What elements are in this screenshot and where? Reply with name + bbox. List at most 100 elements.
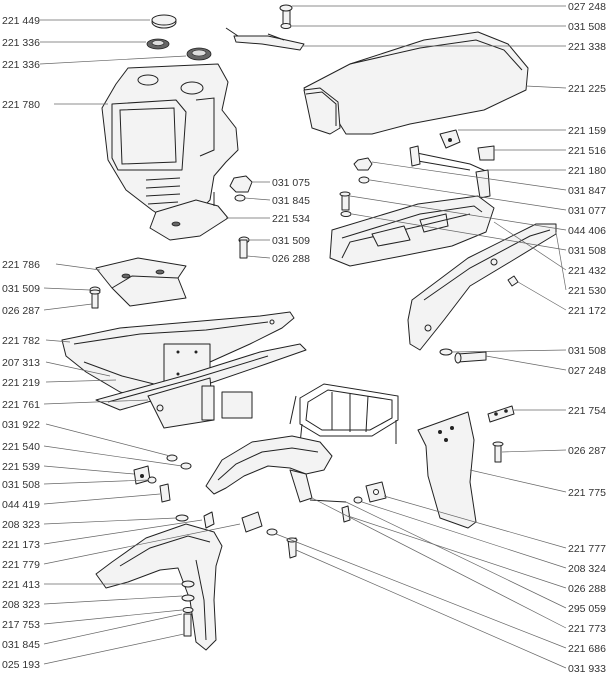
washer-031508-mid xyxy=(340,211,352,217)
label-right-13: 221 530 xyxy=(568,285,606,297)
nut-031075 xyxy=(229,175,253,193)
clip-221172 xyxy=(507,275,519,287)
front-fairing-221780 xyxy=(101,63,239,223)
label-left-24: 025 193 xyxy=(2,659,40,671)
bracket-221159 xyxy=(439,129,461,149)
bolt-027248-right xyxy=(454,351,487,364)
bolt-031933 xyxy=(286,537,298,559)
label-right-08: 031 847 xyxy=(568,185,606,197)
label-left-19: 221 779 xyxy=(2,559,40,571)
label-right-11: 031 508 xyxy=(568,245,606,257)
label-left-23: 031 845 xyxy=(2,639,40,651)
label-right-02: 031 508 xyxy=(568,21,606,33)
labels-left: 221 449 221 336 221 336 221 780 221 786 … xyxy=(2,15,40,671)
label-left-03: 221 336 xyxy=(2,59,40,71)
label-right-04: 221 225 xyxy=(568,83,606,95)
labels-right: 027 248 031 508 221 338 221 225 221 159 … xyxy=(568,1,606,675)
washer-031508-right xyxy=(439,348,453,356)
label-center-02: 031 845 xyxy=(272,195,310,207)
label-left-22: 217 753 xyxy=(2,619,40,631)
bracket-221539 xyxy=(133,465,151,485)
label-left-01: 221 449 xyxy=(2,15,40,27)
grommet-221336-b xyxy=(186,47,212,61)
clip-221173 xyxy=(203,511,215,529)
washer-221686 xyxy=(266,528,278,536)
label-right-24: 221 773 xyxy=(568,623,606,635)
bolt-044406 xyxy=(339,191,351,211)
label-left-08: 221 782 xyxy=(2,335,40,347)
front-fender-221413 xyxy=(95,523,223,651)
spacer-217753 xyxy=(181,594,195,602)
bracket-221180 xyxy=(409,145,491,199)
washer-221540 xyxy=(180,462,192,470)
label-right-05: 221 159 xyxy=(568,125,606,137)
label-left-14: 221 539 xyxy=(2,461,40,473)
rail-221219 xyxy=(95,343,307,429)
label-right-01: 027 248 xyxy=(568,1,606,13)
label-left-06: 031 509 xyxy=(2,283,40,295)
label-left-18: 221 173 xyxy=(2,539,40,551)
label-right-25: 221 686 xyxy=(568,643,606,655)
clamp-221777 xyxy=(365,481,387,503)
bolt-044419 xyxy=(159,483,171,503)
label-right-06: 221 516 xyxy=(568,145,606,157)
label-right-12: 221 432 xyxy=(568,265,606,277)
bracket-221338 xyxy=(225,27,305,51)
cap-221449 xyxy=(151,14,177,29)
label-center-03: 221 534 xyxy=(272,213,310,225)
label-left-02: 221 336 xyxy=(2,37,40,49)
rear-rack-295059 xyxy=(289,383,399,445)
leader-lines xyxy=(39,5,567,669)
label-right-10: 044 406 xyxy=(568,225,606,237)
clip-221779 xyxy=(241,511,263,533)
spacer-208323-bottom xyxy=(181,580,195,588)
label-center-04: 031 509 xyxy=(272,235,310,247)
washer-031077 xyxy=(358,176,370,184)
label-right-18: 026 287 xyxy=(568,445,606,457)
grommet-221336-a xyxy=(146,38,170,50)
label-left-20: 221 413 xyxy=(2,579,40,591)
label-left-16: 044 419 xyxy=(2,499,40,511)
bolt-026288-center xyxy=(239,239,248,259)
label-right-20: 221 777 xyxy=(568,543,606,555)
label-right-21: 208 324 xyxy=(568,563,606,575)
label-right-26: 031 933 xyxy=(568,663,606,675)
label-left-12: 031 922 xyxy=(2,419,40,431)
label-right-22: 026 288 xyxy=(568,583,606,595)
washer-031845 xyxy=(234,194,246,202)
bolt-027248-top xyxy=(279,4,293,25)
label-right-07: 221 180 xyxy=(568,165,606,177)
label-left-05: 221 786 xyxy=(2,259,40,271)
label-right-19: 221 775 xyxy=(568,487,606,499)
washer-031922 xyxy=(166,454,178,462)
bolt-026287-right xyxy=(492,441,504,463)
bolt-026288-rear xyxy=(341,505,351,523)
bolt-025193 xyxy=(183,613,192,637)
label-right-15: 031 508 xyxy=(568,345,606,357)
tray-221432 xyxy=(329,195,495,267)
label-right-03: 221 338 xyxy=(568,41,606,53)
label-right-17: 221 754 xyxy=(568,405,606,417)
label-right-14: 221 172 xyxy=(568,305,606,317)
washer-031845-bottom xyxy=(182,607,194,613)
parts-drawing xyxy=(61,4,557,651)
clip-208323-top xyxy=(175,514,189,522)
label-right-09: 031 077 xyxy=(568,205,606,217)
bracket-221516 xyxy=(477,145,495,161)
label-left-04: 221 780 xyxy=(2,99,40,111)
label-left-17: 208 323 xyxy=(2,519,40,531)
label-left-07: 026 287 xyxy=(2,305,40,317)
bracket-221754 xyxy=(487,405,515,423)
frame-221782 xyxy=(61,311,295,405)
label-right-23: 295 059 xyxy=(568,603,606,615)
washer-208324 xyxy=(353,496,363,504)
label-left-10: 221 219 xyxy=(2,377,40,389)
nut-031847 xyxy=(353,157,373,171)
washer-031508-left xyxy=(147,476,157,484)
label-left-21: 208 323 xyxy=(2,599,40,611)
mudflap-221775 xyxy=(417,411,477,529)
label-left-09: 207 313 xyxy=(2,357,40,369)
label-center-01: 031 075 xyxy=(272,177,310,189)
seat-221225 xyxy=(303,31,529,135)
